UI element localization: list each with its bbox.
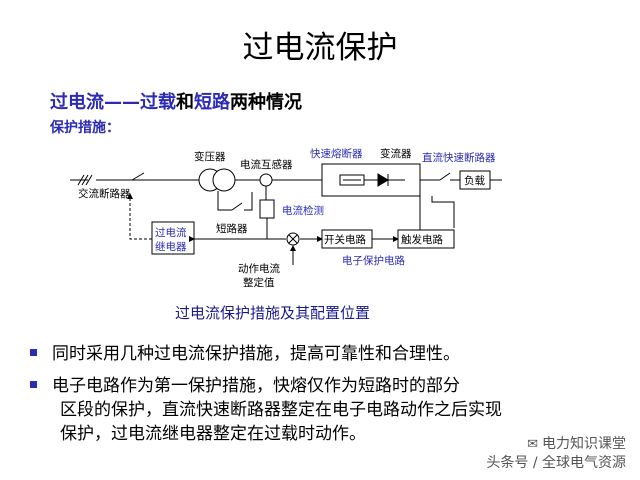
dc-breaker-label: 直流快速断路器 bbox=[422, 151, 496, 164]
wechat-icon: ✉ bbox=[527, 437, 538, 452]
subtitle-and: 和 bbox=[176, 92, 194, 113]
transformer-symbol bbox=[198, 168, 236, 192]
ct-label: 电流互感器 bbox=[240, 158, 293, 171]
bullet-2-line-1: 电子电路作为第一保护措施，快熔仅作为短路时的部分 bbox=[52, 376, 460, 396]
protection-diagram: 交流断路器 变压器 电流互感器 短路器 电流检测 快速熔断器 变流器 直流快速断… bbox=[70, 147, 502, 289]
converter-label: 变流器 bbox=[380, 147, 412, 160]
trigger-circuit-label: 触发电路 bbox=[401, 233, 443, 246]
load-box bbox=[459, 170, 491, 190]
ac-breaker-symbol bbox=[131, 172, 145, 181]
diagram-caption: 过电流保护措施及其配置位置 bbox=[175, 304, 371, 322]
watermark-line-1: 电力知识课堂 bbox=[542, 436, 626, 452]
bullet-marker bbox=[30, 380, 37, 388]
switch-circuit-box bbox=[321, 229, 373, 249]
electronic-protect-label: 电子保护电路 bbox=[342, 254, 405, 267]
slide-title: 过电流保护 bbox=[242, 30, 398, 66]
ct-symbol bbox=[259, 173, 273, 187]
action-current-label-1: 动作电流 bbox=[238, 262, 280, 275]
fuse-converter-box bbox=[321, 163, 421, 197]
action-current-label-2: 整定值 bbox=[243, 276, 275, 289]
watermark: ✉ 电力知识课堂 头条号 / 全球电气资源 bbox=[486, 435, 626, 472]
summing-node bbox=[286, 232, 300, 246]
fast-fuse-label: 快速熔断器 bbox=[310, 147, 363, 160]
subtitle-cases: 两种情况 bbox=[230, 92, 302, 113]
subtitle: 过电流——过载和短路两种情况 bbox=[50, 88, 302, 114]
subtitle-short: 短路 bbox=[194, 92, 230, 113]
bullet-marker bbox=[30, 348, 37, 356]
current-detect-block bbox=[259, 186, 275, 228]
ac-breaker-label: 交流断路器 bbox=[78, 187, 131, 200]
short-circuit-label: 短路器 bbox=[216, 222, 248, 235]
oc-relay-label-1: 过电流 bbox=[155, 226, 187, 239]
relay-trip-line bbox=[127, 193, 152, 240]
bullet-2: 电子电路作为第一保护措施，快熔仅作为短路时的部分 区段的保护，直流快速断路器整定… bbox=[30, 374, 502, 446]
watermark-line-2: 头条号 / 全球电气资源 bbox=[486, 455, 626, 471]
three-phase-mark bbox=[77, 174, 93, 186]
measures-label: 保护措施： bbox=[50, 120, 120, 136]
short-branch bbox=[217, 191, 253, 211]
bullet-2-line-2: 区段的保护，直流快速断路器整定在电子电路动作之后实现 bbox=[60, 400, 502, 420]
feedback-lines bbox=[194, 196, 455, 265]
subtitle-overcurrent: 过电流——过载 bbox=[50, 92, 176, 113]
transformer-label: 变压器 bbox=[194, 150, 226, 163]
current-detect-label: 电流检测 bbox=[282, 204, 324, 217]
oc-relay-label-2: 继电器 bbox=[155, 240, 187, 253]
switch-circuit-label: 开关电路 bbox=[324, 233, 366, 246]
load-label: 负载 bbox=[464, 174, 485, 187]
bullet-1: 同时采用几种过电流保护措施，提高可靠性和合理性。 bbox=[30, 342, 460, 366]
bullet-1-text: 同时采用几种过电流保护措施，提高可靠性和合理性。 bbox=[52, 344, 460, 364]
oc-relay-box bbox=[151, 221, 195, 255]
bullet-2-line-3: 保护，过电流继电器整定在过载时动作。 bbox=[60, 424, 366, 444]
dc-breaker-symbol bbox=[439, 172, 451, 181]
trigger-circuit-box bbox=[397, 229, 455, 249]
